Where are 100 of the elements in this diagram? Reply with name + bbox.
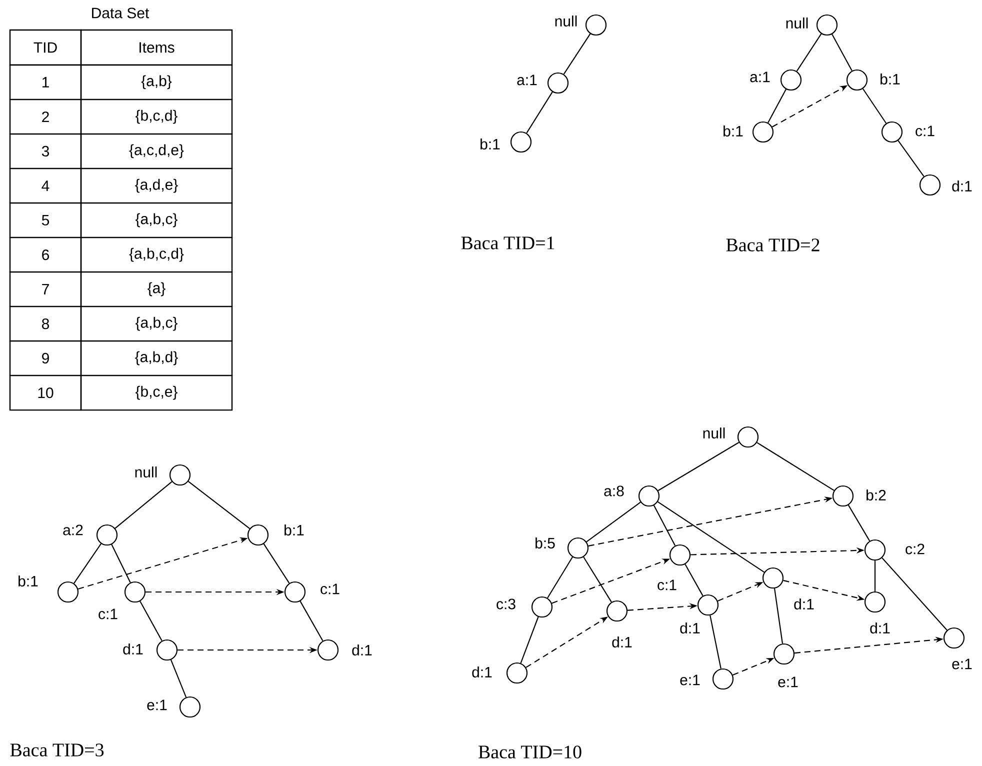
node-label: c:3 — [496, 598, 516, 610]
tree-branch — [768, 89, 786, 123]
table-cell: 6 — [9, 236, 82, 273]
tree-branch — [300, 600, 324, 642]
table-cell: {a,c,d,e} — [80, 133, 233, 170]
tree-branch — [848, 504, 870, 542]
node-label: b:2 — [866, 490, 886, 501]
node-label: c:1 — [98, 608, 118, 620]
tree-node: d:1 — [864, 591, 890, 634]
tree-node: e:1 — [680, 668, 734, 690]
table-cell: {a,b,c} — [80, 202, 233, 238]
table-cell: 4 — [9, 168, 82, 204]
tree-branch — [114, 481, 172, 529]
tree-node: b:1 — [480, 131, 532, 153]
tree-node: null — [703, 426, 759, 448]
node-label: b:5 — [536, 538, 555, 549]
table-cell: 3 — [9, 133, 82, 170]
tree-node: c:3 — [496, 596, 553, 618]
table-cell: 2 — [9, 98, 82, 135]
node-label: null — [786, 17, 808, 29]
node-label: c:1 — [320, 584, 340, 594]
table-cell: 8 — [9, 306, 82, 342]
tree-node: a:2 — [63, 524, 118, 546]
tree-caption: Baca TID=10 — [478, 746, 582, 758]
tree-branch — [653, 505, 676, 546]
tree-branch — [862, 88, 887, 124]
tree-node: b:1 — [846, 69, 900, 91]
tree-branch — [188, 481, 250, 530]
node-label: d:1 — [870, 622, 890, 634]
tree-branch — [796, 34, 822, 72]
tree-node: a:8 — [604, 485, 660, 507]
table-cell: {a,d,e} — [80, 168, 233, 204]
tree-branch — [756, 442, 834, 491]
node-label: d:1 — [952, 180, 972, 192]
node-label: d:1 — [123, 644, 143, 655]
tree-caption: Baca TID=1 — [461, 236, 554, 250]
tree-node: d:1 — [123, 639, 178, 661]
tree-node: null — [786, 14, 838, 36]
table-cell: 5 — [9, 202, 82, 238]
node-label: b:1 — [18, 576, 38, 587]
node-label: d:1 — [612, 636, 632, 648]
tree-branch — [111, 544, 131, 583]
tree-branch — [658, 442, 740, 492]
tree-node: e:1 — [147, 696, 201, 718]
node-label: e:1 — [680, 674, 700, 686]
table-cell: 10 — [9, 374, 82, 411]
tree-node: c:2 — [864, 539, 924, 561]
table-cell: {a} — [80, 271, 233, 308]
tree-node: e:1 — [773, 643, 798, 688]
node-label: e:1 — [952, 658, 972, 670]
table-cell: {a,b,c,d} — [80, 236, 233, 273]
node-label: d:1 — [794, 598, 814, 610]
tree-node: a:1 — [517, 72, 569, 94]
node-label: a:8 — [604, 486, 624, 496]
tree-node: d:1 — [317, 639, 372, 661]
node-label: a:1 — [750, 72, 770, 82]
tree-branch — [882, 557, 948, 631]
tree-node: b:1 — [724, 121, 774, 143]
node-label: d:1 — [472, 666, 492, 678]
node-label: b:1 — [284, 524, 304, 536]
tree-branch — [774, 588, 784, 644]
table-cell: TID — [9, 29, 82, 66]
tree-branch — [170, 660, 187, 698]
table-cell: {a,b,c} — [80, 306, 233, 342]
node-label: null — [555, 15, 577, 27]
table-title: Data Set — [92, 8, 150, 18]
tree-branch — [658, 501, 765, 573]
tree-branch — [684, 564, 704, 596]
node-label: e:1 — [147, 700, 167, 710]
tree-node: d:1 — [919, 174, 972, 196]
tree-node: b:2 — [832, 485, 886, 507]
table-cell: 1 — [9, 64, 82, 100]
table-cell: Items — [80, 29, 233, 66]
table-cell: {a,b,d} — [80, 340, 233, 376]
tree-node: null — [135, 464, 191, 486]
node-label: c:1 — [658, 580, 676, 590]
tree-node: c:1 — [98, 581, 146, 620]
tree-branch — [563, 34, 591, 74]
tree-node: b:1 — [247, 524, 304, 546]
tree-branch — [832, 34, 852, 71]
tree-node: e:1 — [943, 627, 972, 670]
tree-node: null — [555, 14, 607, 36]
tree-node: a:1 — [750, 69, 802, 91]
tree-branch — [74, 543, 102, 584]
table-cell: {b,c,d} — [80, 98, 233, 135]
tree-branch — [520, 616, 539, 664]
node-label: e:1 — [778, 676, 798, 688]
tree-caption: Baca TID=2 — [726, 238, 820, 252]
node-label: b:1 — [724, 125, 743, 137]
tree-branch — [898, 140, 924, 177]
tree-node: b:1 — [18, 576, 79, 603]
tree-branch — [547, 556, 573, 598]
tree-branch — [526, 92, 553, 134]
tree-node: d:1 — [472, 662, 528, 684]
table-cell: 9 — [9, 340, 82, 376]
node-label: null — [703, 428, 725, 439]
tree-node: d:1 — [680, 594, 719, 634]
table-cell: {a,b} — [80, 64, 233, 100]
tree-node: d:1 — [606, 600, 632, 648]
table-cell: {b,c,e} — [80, 374, 233, 411]
